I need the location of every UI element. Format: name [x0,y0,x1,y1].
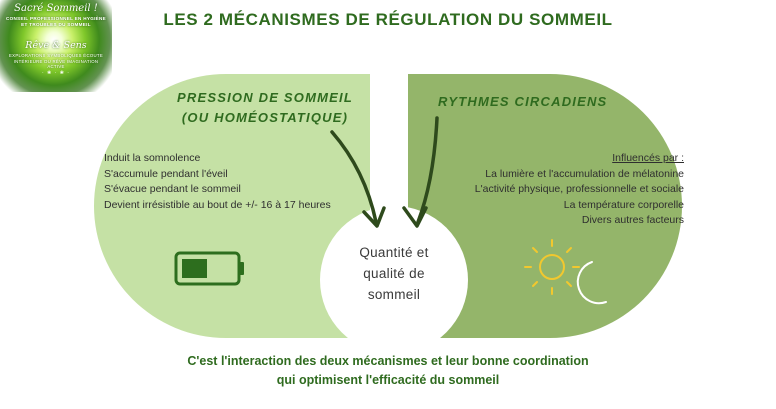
battery-icon [174,251,244,286]
sleep-quality-line2: qualité de [363,266,425,281]
conclusion-text: C'est l'interaction des deux mécanismes … [0,352,776,390]
sun-icon [524,239,580,295]
logo-subtitle: CONSEIL PROFESSIONNEL EN HYGIÈNE ET TROU… [5,16,107,27]
circadian-list: Influencés par : La lumière et l'accumul… [430,151,684,229]
brand-logo: Sacré Sommeil ! CONSEIL PROFESSIONNEL EN… [0,0,112,92]
homeostatic-heading: PRESSION DE SOMMEIL (OU HOMÉOSTATIQUE) [150,88,380,128]
logo-title-2: Rêve & Sens [25,40,87,51]
circadian-heading: RYTHMES CIRCADIENS [438,94,608,109]
list-item: La température corporelle [563,198,684,211]
sleep-quality-label: Quantité et qualité de sommeil [330,242,458,305]
conclusion-line2: qui optimisent l'efficacité du sommeil [276,373,500,387]
sleep-quality-line1: Quantité et [359,245,429,260]
logo-ornament: · ❀ · ❀ · [42,70,70,76]
sleep-quality-line3: sommeil [367,287,421,302]
right-arrow-head [402,206,428,228]
logo-title: Sacré Sommeil ! [14,3,98,14]
list-item: S'évacue pendant le sommeil [104,183,241,195]
homeostatic-list: Induit la somnolence S'accumule pendant … [104,151,354,213]
right-arrow [416,116,439,224]
list-item: L'activité physique, professionnelle et … [474,183,684,195]
list-item: La lumière et l'accumulation de mélatoni… [485,167,684,180]
list-item: Induit la somnolence [104,152,201,164]
conclusion-line1: C'est l'interaction des deux mécanismes … [187,354,589,368]
page-title: LES 2 MÉCANISMES DE RÉGULATION DU SOMMEI… [163,10,613,29]
sleep-quality-disk [320,206,468,354]
homeostatic-heading-line1: PRESSION DE SOMMEIL [177,90,353,105]
logo-subtitle-2: EXPLORATIONS SYMBOLIQUES ÉCOUTE INTÉRIEU… [9,53,103,69]
list-item: Devient irrésistible au bout de +/- 16 à… [104,198,331,211]
list-item: Divers autres facteurs [581,214,684,226]
list-item: S'accumule pendant l'éveil [104,167,228,180]
moon-icon [576,261,607,305]
left-arrow [330,130,378,224]
left-arrow-head [362,206,386,228]
homeostatic-heading-line2: (OU HOMÉOSTATIQUE) [181,110,349,125]
influences-label: Influencés par : [612,152,684,164]
